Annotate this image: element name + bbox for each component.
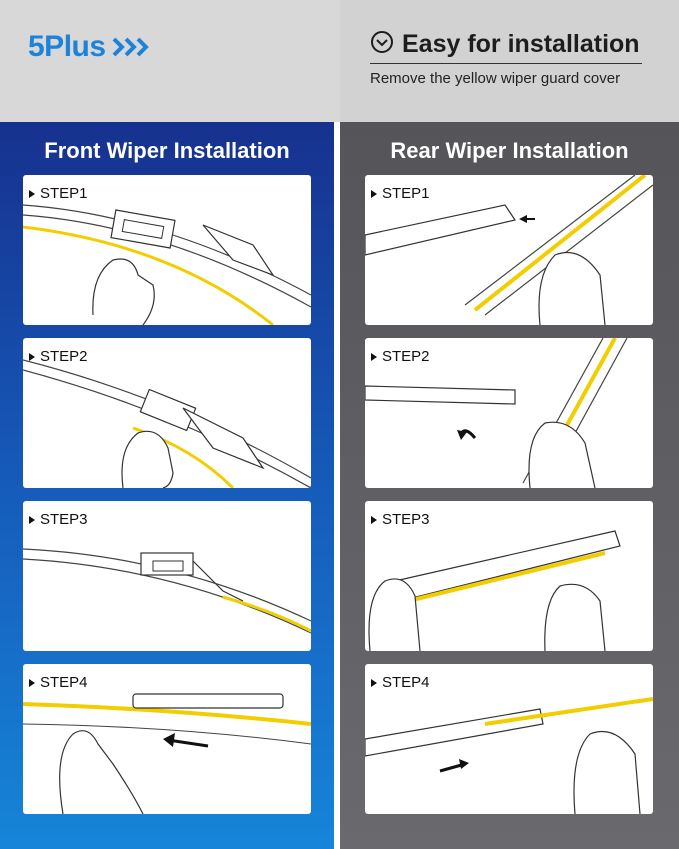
play-icon bbox=[29, 189, 35, 198]
front-step2-card: STEP2 bbox=[23, 338, 311, 488]
brand-name: 5Plus bbox=[28, 30, 106, 63]
rear-step3-card: STEP3 bbox=[365, 501, 653, 651]
rear-step3-illustration bbox=[368, 530, 621, 651]
step-label: STEP1 bbox=[29, 185, 88, 202]
heading-divider bbox=[370, 63, 642, 64]
front-step4-card: STEP4 bbox=[23, 664, 311, 814]
brand-logo: 5Plus bbox=[28, 30, 154, 64]
front-step2-illustration bbox=[23, 359, 311, 488]
rear-wiper-panel: Rear Wiper Installation STEP1 STEP2 STEP… bbox=[340, 122, 679, 849]
step-label: STEP1 bbox=[371, 185, 430, 202]
rear-step4-illustration bbox=[365, 697, 653, 814]
easy-installation-title: Easy for installation bbox=[402, 30, 640, 58]
step-label: STEP4 bbox=[29, 674, 88, 691]
play-icon bbox=[29, 515, 35, 524]
step-label: STEP2 bbox=[29, 348, 88, 365]
play-icon bbox=[371, 515, 377, 524]
step-label: STEP3 bbox=[29, 511, 88, 528]
front-wiper-panel: Front Wiper Installation STEP1 STEP2 STE… bbox=[0, 122, 334, 849]
step-label: STEP2 bbox=[371, 348, 430, 365]
rear-step2-card: STEP2 bbox=[365, 338, 653, 488]
front-step1-card: STEP1 bbox=[23, 175, 311, 325]
brand-banner: 5Plus bbox=[0, 0, 340, 122]
easy-installation-heading: Easy for installation bbox=[370, 30, 640, 59]
play-icon bbox=[29, 352, 35, 361]
front-panel-title: Front Wiper Installation bbox=[44, 138, 290, 163]
rear-step2-illustration bbox=[365, 338, 628, 488]
front-step4-illustration bbox=[23, 693, 311, 814]
installation-banner bbox=[340, 0, 679, 122]
play-icon bbox=[371, 352, 377, 361]
front-step1-illustration bbox=[23, 204, 311, 325]
rear-step1-illustration bbox=[365, 175, 653, 325]
rear-step4-card: STEP4 bbox=[365, 664, 653, 814]
double-chevron-right-icon bbox=[112, 36, 154, 58]
easy-installation-subtitle: Remove the yellow wiper guard cover bbox=[370, 70, 621, 87]
rear-panel-title: Rear Wiper Installation bbox=[390, 138, 629, 163]
step-label: STEP4 bbox=[371, 674, 430, 691]
step-label: STEP3 bbox=[371, 511, 430, 528]
play-icon bbox=[29, 678, 35, 687]
play-icon bbox=[371, 678, 377, 687]
front-step3-illustration bbox=[23, 548, 311, 634]
play-icon bbox=[371, 189, 377, 198]
rear-step1-card: STEP1 bbox=[365, 175, 653, 325]
front-step3-card: STEP3 bbox=[23, 501, 311, 651]
chevron-down-circle-icon bbox=[370, 30, 394, 59]
